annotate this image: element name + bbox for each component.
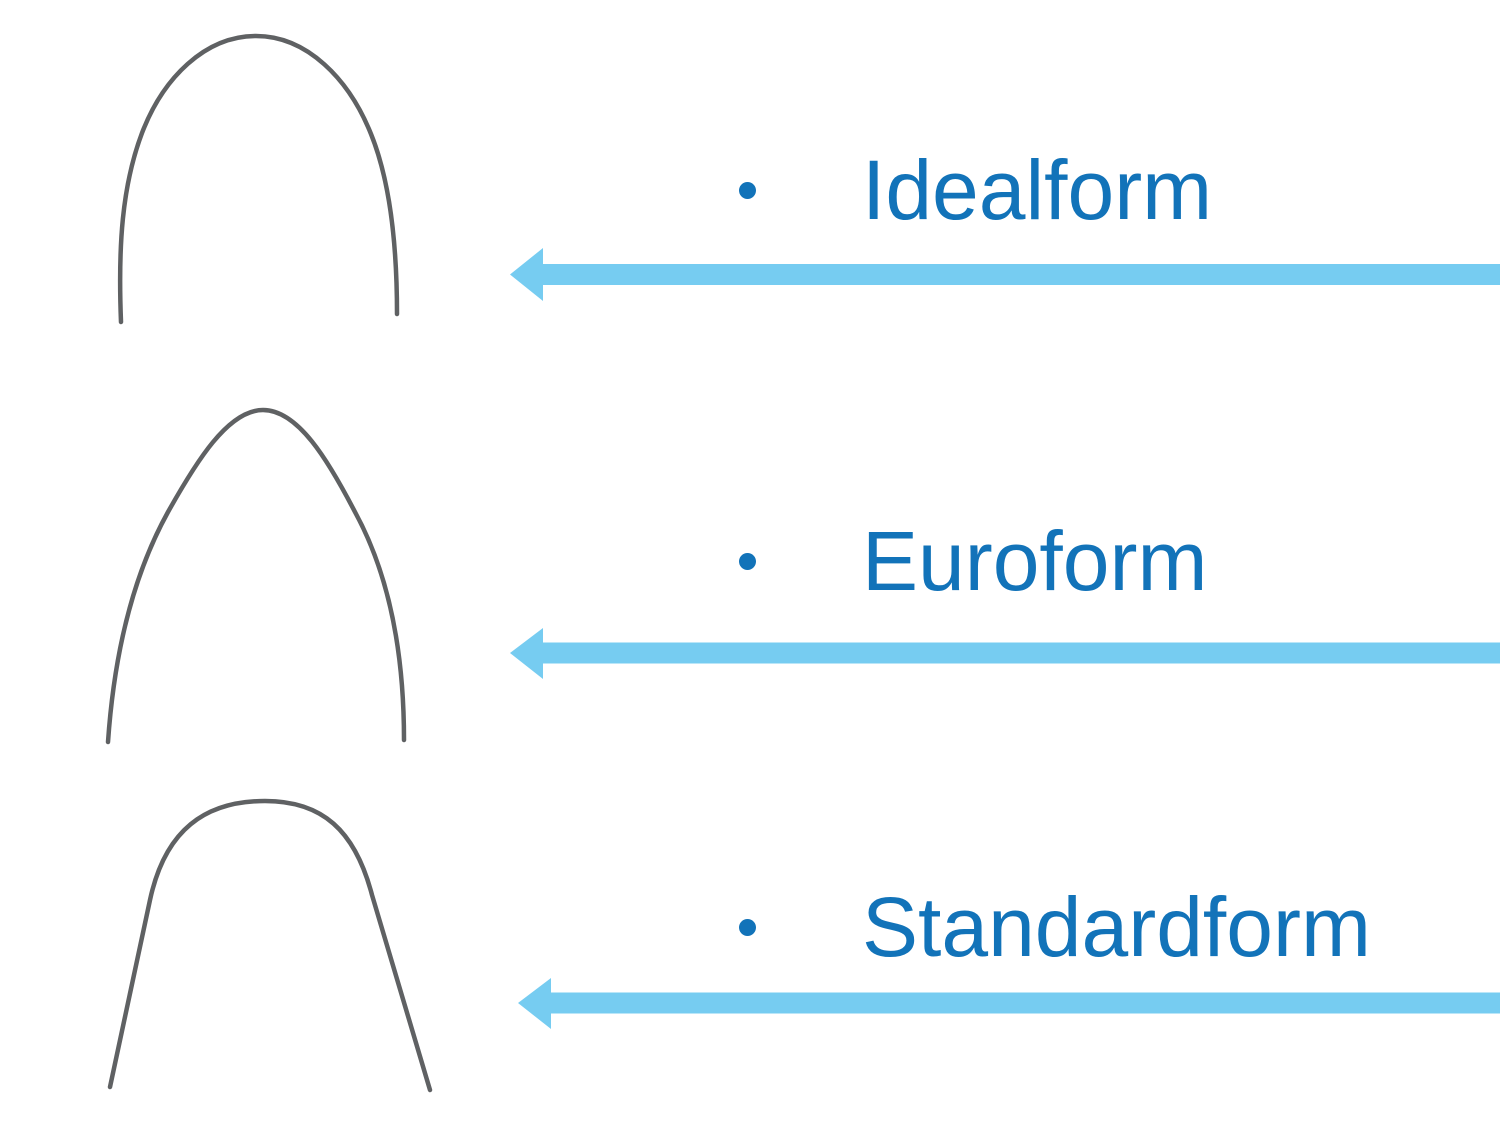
label-idealform: Idealform bbox=[862, 143, 1213, 237]
left-arrow-icon-euroform bbox=[510, 628, 1500, 679]
bullet-icon bbox=[739, 552, 756, 570]
standardform-archwire-icon bbox=[107, 798, 433, 1093]
label-standardform: Standardform bbox=[862, 880, 1371, 974]
bullet-icon bbox=[739, 181, 756, 199]
left-arrow-icon-idealform bbox=[510, 248, 1500, 301]
left-arrow-icon-standardform bbox=[518, 978, 1500, 1029]
label-euroform: Euroform bbox=[862, 514, 1208, 608]
idealform-archwire-icon bbox=[117, 33, 400, 325]
label-row-euroform: Euroform bbox=[739, 519, 1207, 603]
bullet-icon bbox=[739, 918, 756, 936]
euroform-archwire-icon bbox=[105, 407, 407, 745]
label-row-idealform: Idealform bbox=[739, 148, 1212, 232]
label-row-standardform: Standardform bbox=[739, 885, 1371, 969]
